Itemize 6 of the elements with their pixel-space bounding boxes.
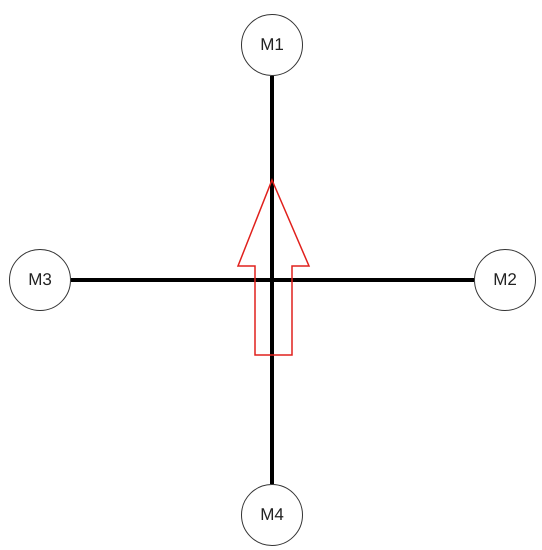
node-label: M4	[260, 505, 284, 525]
node-label: M1	[260, 35, 284, 55]
node-label: M2	[493, 270, 517, 290]
node-label: M3	[28, 270, 52, 290]
connector-line	[270, 76, 274, 484]
connector-line	[71, 278, 474, 282]
